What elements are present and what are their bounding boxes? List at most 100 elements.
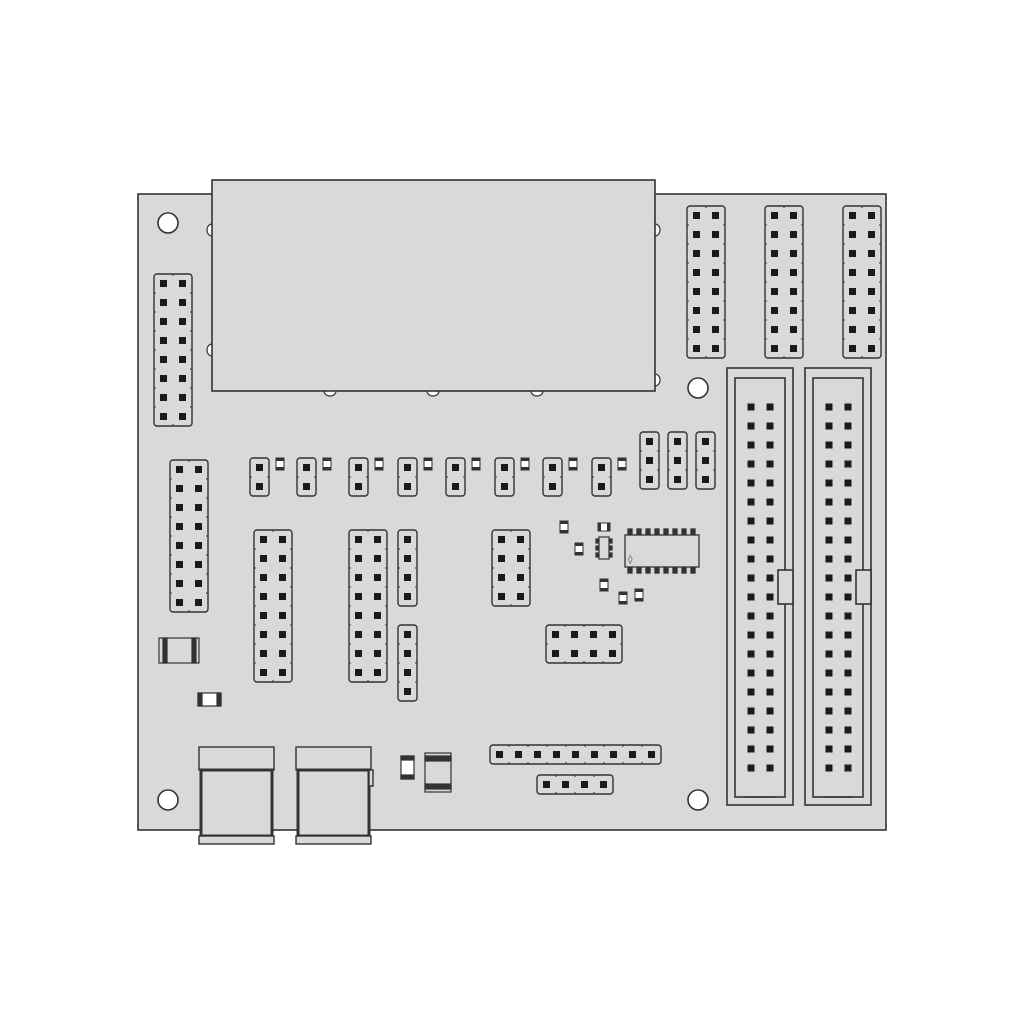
header-pin	[260, 612, 267, 619]
header-pin	[160, 280, 167, 287]
header-pin	[260, 574, 267, 581]
header-pin	[355, 650, 362, 657]
header-pin	[693, 269, 700, 276]
header-pin	[553, 751, 560, 758]
header-pin	[179, 356, 186, 363]
header-pin	[176, 485, 183, 492]
header-pin	[260, 650, 267, 657]
header-pin	[747, 650, 755, 658]
header-pin	[844, 593, 852, 601]
header-pin	[404, 688, 411, 695]
smd-resistor	[559, 520, 569, 534]
header-pin	[404, 555, 411, 562]
mounting-hole	[687, 789, 709, 811]
header-pin	[766, 441, 774, 449]
header-pin	[712, 288, 719, 295]
usb-connector	[198, 746, 275, 845]
header-pin	[571, 631, 578, 638]
header-pin	[179, 375, 186, 382]
header-pin	[712, 345, 719, 352]
header-pin	[825, 669, 833, 677]
ic-chip-sot	[595, 536, 613, 560]
resistor	[568, 457, 578, 471]
header-pin	[404, 464, 411, 471]
header-pin	[849, 250, 856, 257]
header-pin	[176, 542, 183, 549]
header-pin	[571, 650, 578, 657]
header-pin	[176, 504, 183, 511]
header-pin	[279, 669, 286, 676]
header-pin	[790, 326, 797, 333]
header-pin	[766, 536, 774, 544]
jumper-2pin	[542, 457, 563, 497]
header-pin	[609, 631, 616, 638]
header-pin	[374, 669, 381, 676]
header-pin	[844, 536, 852, 544]
smd-resistor	[599, 578, 609, 592]
header-pin	[849, 288, 856, 295]
header-pin	[825, 555, 833, 563]
header-pin	[501, 464, 508, 471]
header-pin	[646, 457, 653, 464]
pin-header-1x3	[695, 431, 716, 490]
pin-header-2x8	[764, 205, 804, 359]
header-pin	[517, 574, 524, 581]
usb-connector	[295, 746, 374, 845]
svg-text:◊: ◊	[628, 554, 633, 565]
header-pin	[195, 485, 202, 492]
header-pin	[844, 517, 852, 525]
header-pin	[693, 288, 700, 295]
header-pin	[747, 669, 755, 677]
header-pin	[766, 688, 774, 696]
header-pin	[771, 345, 778, 352]
header-pin	[646, 438, 653, 445]
header-pin	[279, 536, 286, 543]
header-pin	[766, 593, 774, 601]
ribbon-connector-left	[726, 367, 794, 806]
header-pin	[747, 593, 755, 601]
header-pin	[279, 593, 286, 600]
header-pin	[844, 631, 852, 639]
header-pin	[279, 574, 286, 581]
header-pin	[355, 612, 362, 619]
jumper-2pin	[397, 457, 418, 497]
header-pin	[849, 212, 856, 219]
header-pin	[160, 356, 167, 363]
header-pin	[610, 751, 617, 758]
header-pin	[766, 745, 774, 753]
header-pin	[598, 464, 605, 471]
header-pin	[629, 751, 636, 758]
header-pin	[747, 555, 755, 563]
header-pin	[562, 781, 569, 788]
header-pin	[747, 574, 755, 582]
header-pin	[747, 764, 755, 772]
pin-header-2x8	[348, 529, 388, 683]
header-pin	[849, 269, 856, 276]
header-pin	[868, 269, 875, 276]
header-pin	[404, 536, 411, 543]
jumper-2pin	[591, 457, 612, 497]
header-pin	[747, 707, 755, 715]
header-pin	[374, 536, 381, 543]
header-pin	[279, 631, 286, 638]
header-pin	[766, 612, 774, 620]
header-pin	[844, 574, 852, 582]
header-pin	[766, 460, 774, 468]
header-pin	[404, 650, 411, 657]
mounting-hole	[687, 377, 709, 399]
header-pin	[825, 574, 833, 582]
header-pin	[825, 536, 833, 544]
header-pin	[598, 483, 605, 490]
header-pin	[712, 250, 719, 257]
header-pin	[160, 375, 167, 382]
header-pin	[747, 422, 755, 430]
pin-header-1x4	[536, 774, 614, 795]
header-pin	[693, 326, 700, 333]
header-pin	[825, 707, 833, 715]
header-pin	[498, 536, 505, 543]
header-pin	[771, 288, 778, 295]
smd-resistor	[634, 588, 644, 602]
header-pin	[195, 580, 202, 587]
resistor	[374, 457, 384, 471]
header-pin	[160, 299, 167, 306]
